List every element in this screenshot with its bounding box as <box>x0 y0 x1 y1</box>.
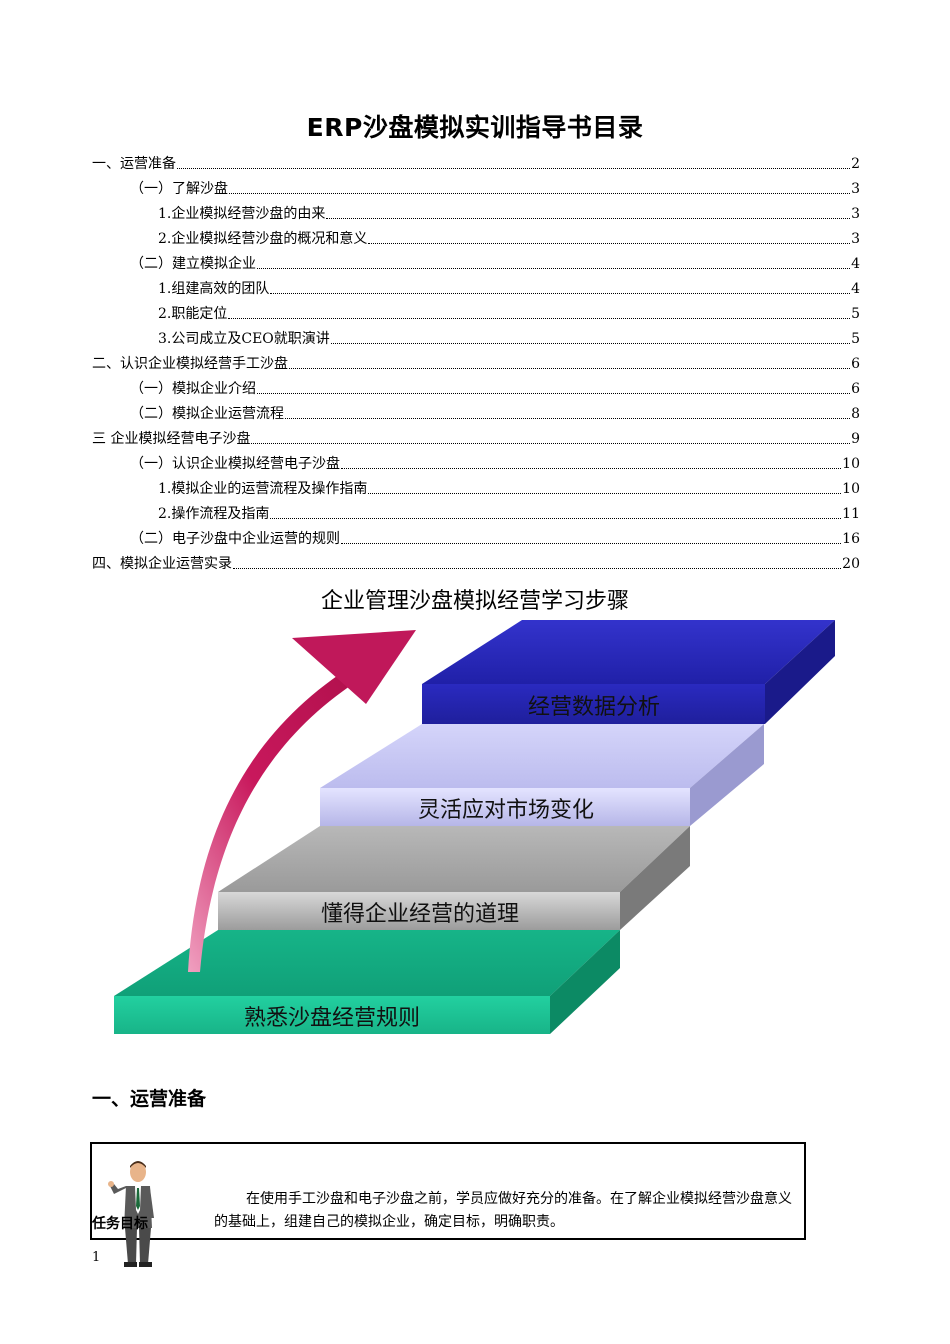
toc-entry[interactable]: 1.模拟企业的运营流程及操作指南 10 <box>92 473 860 498</box>
toc-leader-dots <box>326 217 851 219</box>
rising-arrow-icon <box>188 630 416 972</box>
step-label-3: 灵活应对市场变化 <box>418 798 594 823</box>
toc-leader-dots <box>257 392 851 394</box>
toc-entry[interactable]: （二）电子沙盘中企业运营的规则 16 <box>92 523 860 548</box>
toc-entry-label: 三 企业模拟经营电子沙盘 <box>92 431 251 447</box>
toc-entry-label: 二、认识企业模拟经营手工沙盘 <box>92 356 288 372</box>
toc-entry-label: （二）建立模拟企业 <box>130 256 256 272</box>
toc-entry-page: 3 <box>851 181 860 197</box>
document-title: ERP沙盘模拟实训指导书目录 <box>306 113 644 142</box>
toc-entry-label: 1.企业模拟经营沙盘的由来 <box>158 206 326 222</box>
toc-leader-dots <box>330 342 851 344</box>
toc-entry[interactable]: 1.组建高效的团队 4 <box>92 273 860 298</box>
toc-entry-page: 5 <box>851 306 860 322</box>
toc-leader-dots <box>270 292 851 294</box>
toc-entry-label: （一）认识企业模拟经营电子沙盘 <box>130 456 340 472</box>
toc-entry-page: 3 <box>851 231 860 247</box>
toc-entry-label: （一）模拟企业介绍 <box>130 381 256 397</box>
toc-entry-page: 8 <box>851 406 860 422</box>
step-label-1: 熟悉沙盘经营规则 <box>244 1006 420 1031</box>
toc-entry-page: 16 <box>842 531 860 547</box>
toc-entry-label: 1.模拟企业的运营流程及操作指南 <box>158 481 368 497</box>
toc-entry[interactable]: （一）模拟企业介绍 6 <box>92 373 860 398</box>
toc-entry-label: 2.企业模拟经营沙盘的概况和意义 <box>158 231 368 247</box>
task-objective-box <box>90 1142 806 1240</box>
toc-entry[interactable]: 2.职能定位 5 <box>92 298 860 323</box>
presenter-man-icon <box>108 1161 154 1267</box>
toc-leader-dots <box>233 567 842 569</box>
toc-entry-label: 2.职能定位 <box>158 306 228 322</box>
toc-leader-dots <box>341 542 842 544</box>
toc-leader-dots <box>229 192 851 194</box>
toc-entry[interactable]: 二、认识企业模拟经营手工沙盘 6 <box>92 348 860 373</box>
toc-entry[interactable]: 1.企业模拟经营沙盘的由来 3 <box>92 198 860 223</box>
toc-entry[interactable]: （一）了解沙盘 3 <box>92 173 860 198</box>
toc-entry-page: 4 <box>851 281 860 297</box>
toc-entry-label: （二）电子沙盘中企业运营的规则 <box>130 531 340 547</box>
toc-entry[interactable]: （二）模拟企业运营流程 8 <box>92 398 860 423</box>
toc-entry[interactable]: （二）建立模拟企业 4 <box>92 248 860 273</box>
toc-entry-label: 2.操作流程及指南 <box>158 506 270 522</box>
learning-steps-diagram: 经营数据分析 灵活应对市场变化 懂得企业经营的道理 熟悉沙盘经营规则 <box>114 620 835 1034</box>
toc-entry-page: 10 <box>842 456 860 472</box>
toc-entry-label: 四、模拟企业运营实录 <box>92 556 232 572</box>
page-number: 1 <box>92 1250 101 1265</box>
toc-entry-page: 5 <box>851 331 860 347</box>
toc-entry[interactable]: 2.企业模拟经营沙盘的概况和意义 3 <box>92 223 860 248</box>
toc-entry[interactable]: 三 企业模拟经营电子沙盘 9 <box>92 423 860 448</box>
toc-entry-page: 20 <box>842 556 860 572</box>
toc-entry[interactable]: 四、模拟企业运营实录 20 <box>92 548 860 573</box>
section-heading: 一、运营准备 <box>92 1088 207 1110</box>
toc-entry[interactable]: （一）认识企业模拟经营电子沙盘 10 <box>92 448 860 473</box>
toc-leader-dots <box>270 517 842 519</box>
toc-entry[interactable]: 一、运营准备 2 <box>92 148 860 173</box>
toc-leader-dots <box>368 492 842 494</box>
toc-entry-label: 1.组建高效的团队 <box>158 281 270 297</box>
task-label: 任务目标 <box>92 1216 148 1232</box>
step-4: 经营数据分析 <box>422 620 835 724</box>
task-text: 在使用手工沙盘和电子沙盘之前，学员应做好充分的准备。在了解企业模拟经营沙盘意义的… <box>214 1191 792 1230</box>
toc-leader-dots <box>177 167 851 169</box>
toc-leader-dots <box>341 467 842 469</box>
toc-leader-dots <box>228 317 851 319</box>
toc-entry-label: 3.公司成立及CEO就职演讲 <box>158 331 330 347</box>
step-3: 灵活应对市场变化 <box>320 724 764 826</box>
toc-entry-label: （二）模拟企业运营流程 <box>130 406 284 422</box>
toc-entry-page: 3 <box>851 206 860 222</box>
toc-leader-dots <box>251 442 851 444</box>
toc-entry-page: 4 <box>851 256 860 272</box>
toc-entry-label: （一）了解沙盘 <box>130 181 228 197</box>
toc-entry-page: 6 <box>851 356 860 372</box>
toc-entry-page: 10 <box>842 481 860 497</box>
toc-entry[interactable]: 3.公司成立及CEO就职演讲 5 <box>92 323 860 348</box>
diagram-title: 企业管理沙盘模拟经营学习步骤 <box>320 589 629 614</box>
step-1: 熟悉沙盘经营规则 <box>114 930 620 1034</box>
step-2: 懂得企业经营的道理 <box>218 826 690 930</box>
toc-leader-dots <box>257 267 851 269</box>
toc-entry[interactable]: 2.操作流程及指南 11 <box>92 498 860 523</box>
toc-leader-dots <box>289 367 851 369</box>
step-label-4: 经营数据分析 <box>528 695 660 720</box>
toc-entry-page: 6 <box>851 381 860 397</box>
toc-leader-dots <box>285 417 851 419</box>
toc-entry-label: 一、运营准备 <box>92 156 176 172</box>
toc-leader-dots <box>368 242 851 244</box>
toc-entry-page: 11 <box>842 506 860 522</box>
toc-entry-page: 9 <box>851 431 860 447</box>
step-label-2: 懂得企业经营的道理 <box>321 902 519 927</box>
toc-entry-page: 2 <box>851 156 860 172</box>
